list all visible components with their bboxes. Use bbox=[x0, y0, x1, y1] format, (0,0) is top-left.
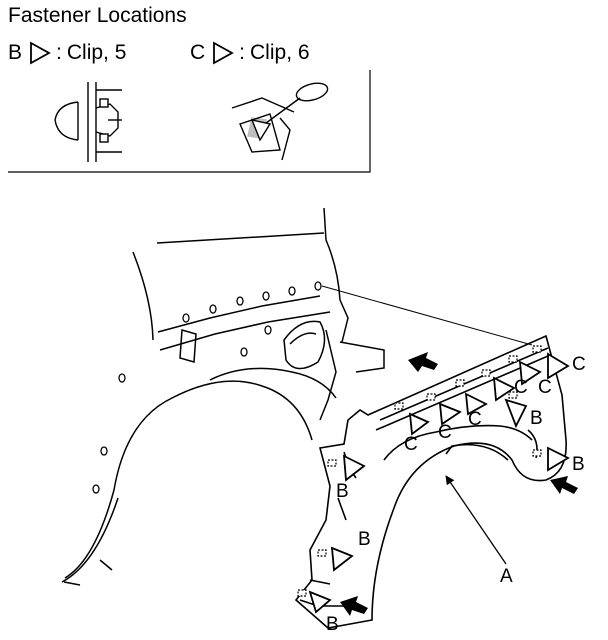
direction-arrows bbox=[340, 352, 578, 616]
part-a-leader bbox=[445, 475, 507, 565]
callout-clip-b: B bbox=[358, 529, 371, 550]
callout-clip-b: B bbox=[572, 454, 585, 475]
clip-c-marker bbox=[438, 402, 462, 426]
callout-clip-b: B bbox=[326, 614, 339, 635]
clip-b-marker bbox=[504, 398, 528, 429]
clip-c-illustration bbox=[231, 82, 329, 161]
clip-b-marker bbox=[330, 546, 354, 572]
diagram-title: Fastener Locations bbox=[8, 4, 187, 27]
clip-triangle-icon bbox=[30, 41, 51, 65]
clip-b-marker bbox=[547, 446, 570, 472]
direction-arrow-icon bbox=[550, 476, 578, 494]
direction-arrow-icon bbox=[408, 352, 438, 372]
legend-frame bbox=[8, 70, 371, 173]
callout-clip-b: B bbox=[336, 481, 349, 502]
clip-markers bbox=[308, 352, 570, 614]
body-holes bbox=[92, 281, 322, 494]
callout-clip-c: C bbox=[572, 354, 586, 375]
legend-separator-c: : bbox=[239, 41, 246, 64]
legend-item-clip-b: B : Clip, 5 bbox=[8, 40, 126, 66]
clip-triangle-icon bbox=[213, 41, 235, 65]
clip-b-marker bbox=[308, 590, 332, 614]
liner-holes bbox=[297, 345, 542, 597]
legend-desc-c: Clip, 6 bbox=[250, 41, 310, 64]
legend-item-clip-c: C : Clip, 6 bbox=[190, 40, 310, 66]
callout-clip-c: C bbox=[404, 434, 418, 455]
clip-c-marker bbox=[518, 360, 542, 386]
clip-b-marker bbox=[342, 454, 366, 482]
legend-desc-b: Clip, 5 bbox=[66, 41, 127, 64]
clip-c-marker bbox=[492, 376, 516, 402]
direction-arrow-icon bbox=[340, 596, 368, 616]
clip-b-illustration bbox=[54, 82, 122, 162]
legend-separator-b: : bbox=[56, 41, 62, 64]
clip-c-marker bbox=[408, 412, 430, 436]
clip-c-marker bbox=[547, 352, 570, 380]
legend-key-c: C bbox=[190, 41, 206, 64]
callout-clip-c: C bbox=[468, 409, 482, 430]
callout-part-a: A bbox=[500, 566, 513, 587]
callout-clip-b: B bbox=[530, 408, 543, 429]
clip-c-marker bbox=[464, 392, 488, 416]
callout-clip-c: C bbox=[538, 377, 552, 398]
legend-key-b: B bbox=[8, 41, 23, 64]
alignment-leader-line bbox=[321, 285, 533, 346]
vehicle-body bbox=[61, 207, 385, 586]
callout-clip-c: C bbox=[514, 377, 528, 398]
callout-clip-c: C bbox=[438, 422, 452, 443]
